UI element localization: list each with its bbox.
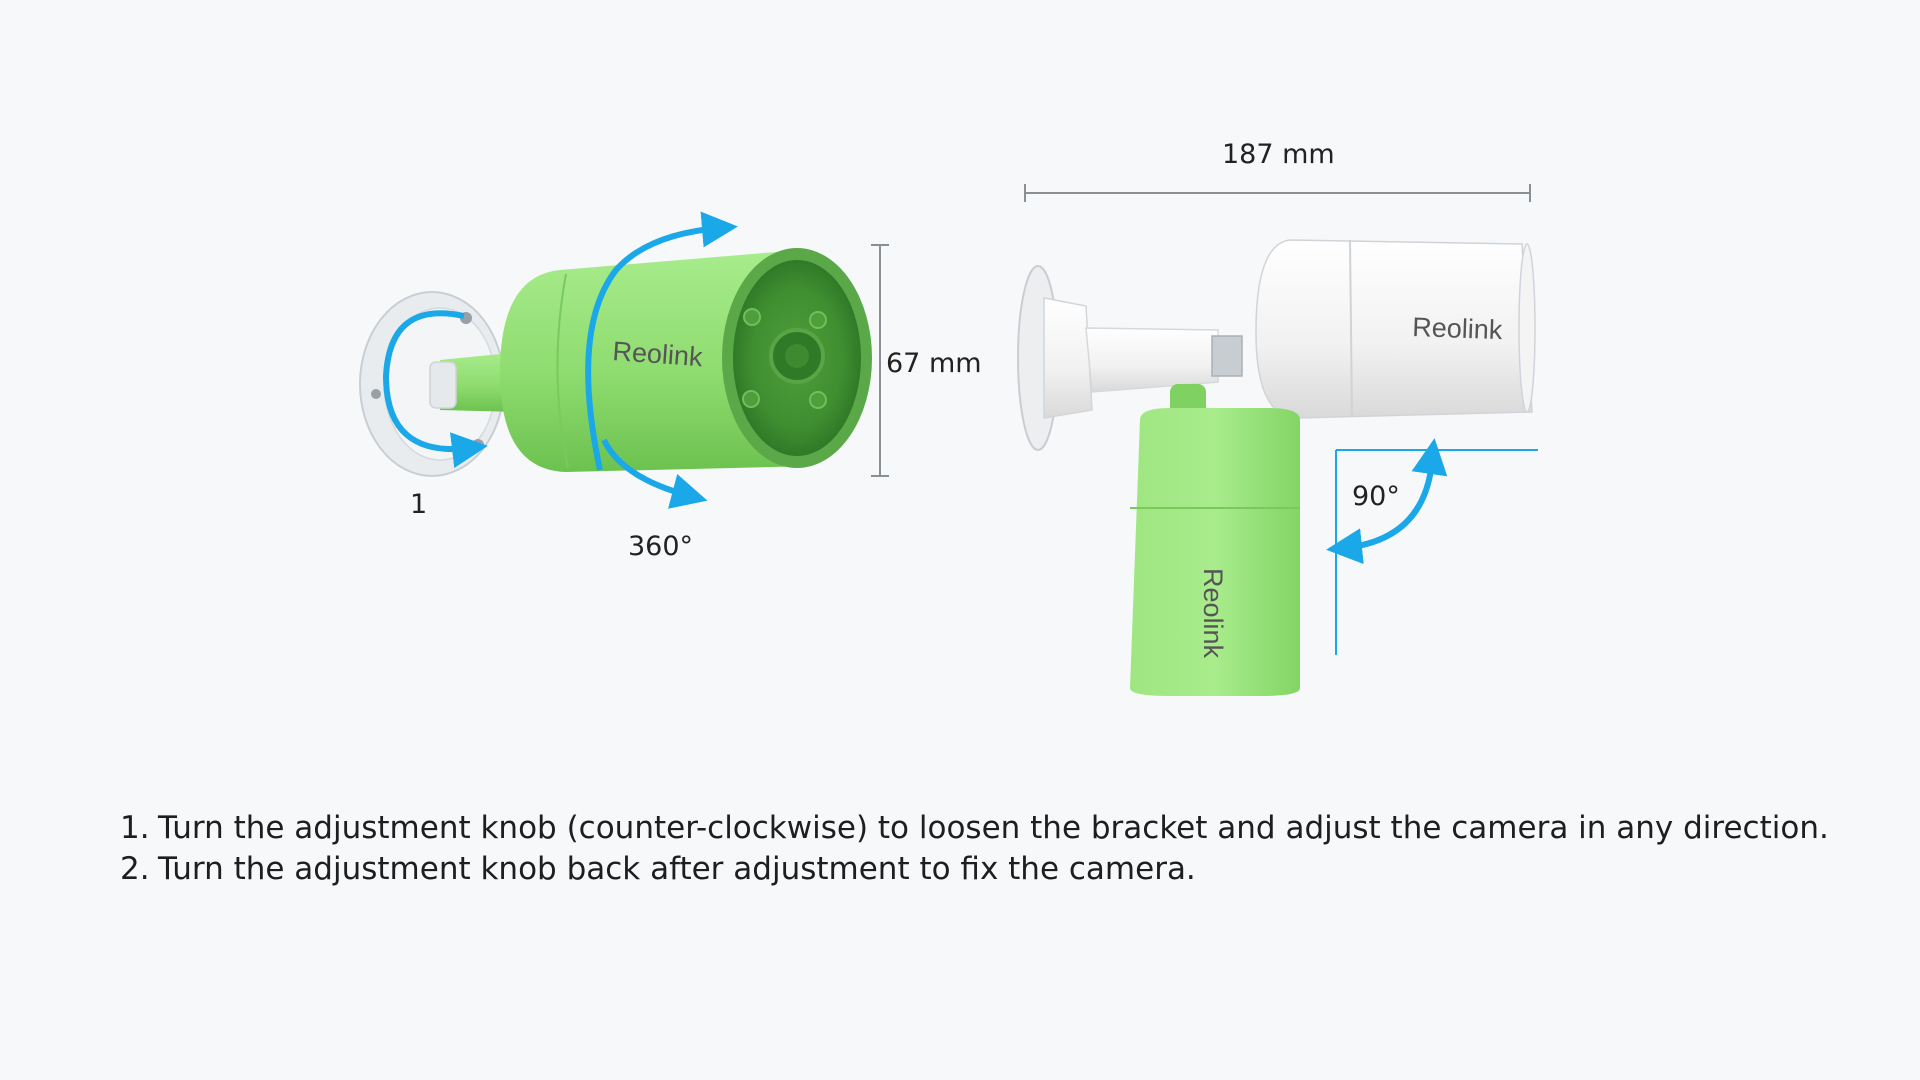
instruction-text: Turn the adjustment knob back after adju…: [158, 851, 1196, 887]
instruction-item: 1.Turn the adjustment knob (counter-cloc…: [120, 808, 1829, 849]
rotation-360-arrow-upper: [585, 211, 738, 471]
right-camera: Reolink Reolink: [1017, 239, 1536, 696]
instruction-text: Turn the adjustment knob (counter-clockw…: [158, 810, 1829, 846]
length-dimension-label: 187 mm: [1222, 139, 1335, 170]
right-camera-brand: Reolink: [1412, 312, 1504, 345]
ir-led-icon: [743, 308, 761, 326]
highlighted-junction-box: [1130, 408, 1300, 696]
rotation-360-arrow-lower: [601, 438, 708, 509]
instruction-item: 2.Turn the adjustment knob back after ad…: [120, 849, 1829, 890]
tilt-angle-indicator: [1326, 438, 1538, 655]
instruction-number: 1.: [120, 810, 150, 846]
instruction-number: 2.: [120, 851, 150, 887]
mount-screw-icon: [472, 439, 484, 451]
ir-led-icon: [742, 390, 760, 408]
ir-led-icon: [809, 391, 827, 409]
tilt-angle-label: 90°: [1352, 481, 1400, 512]
height-dimension: [871, 244, 889, 477]
left-camera-brand: Reolink: [612, 336, 704, 372]
tilt-90-arrow: [1326, 461, 1435, 565]
length-dimension: [1024, 184, 1531, 202]
rotation-angle-label: 360°: [628, 531, 693, 562]
junction-box-brand: Reolink: [1198, 568, 1228, 659]
instruction-list: 1.Turn the adjustment knob (counter-cloc…: [120, 808, 1829, 890]
left-camera: Reolink: [359, 248, 872, 477]
ir-led-icon: [809, 311, 827, 329]
knob-number-label: 1: [410, 489, 427, 520]
knob-rotation-arrow: [382, 310, 488, 468]
arm-joint: [1211, 335, 1243, 377]
height-dimension-label: 67 mm: [886, 348, 982, 379]
mount-screw-icon: [371, 389, 381, 399]
